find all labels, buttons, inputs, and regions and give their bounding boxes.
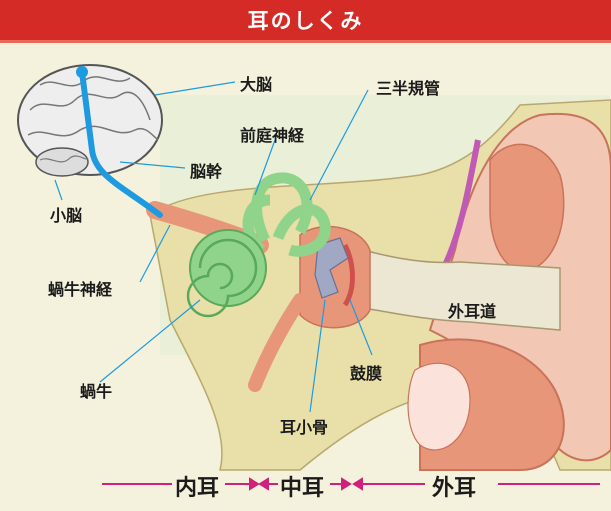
pinna-mesh xyxy=(407,362,471,451)
label-semicircular-canals: 三半規管 xyxy=(376,79,441,98)
section-inner-ear: 内耳 xyxy=(175,476,220,501)
label-eardrum: 鼓膜 xyxy=(350,364,383,383)
ossicles-shape xyxy=(314,237,349,299)
label-cochlear-nerve: 蝸牛神経 xyxy=(48,280,113,299)
pinna-cartilage xyxy=(489,143,565,272)
nerve-path xyxy=(79,69,163,218)
title-bar: 耳のしくみ xyxy=(0,0,611,43)
leader-lines xyxy=(54,81,373,413)
section-arrows xyxy=(102,477,600,491)
eustachian-tube xyxy=(248,293,307,392)
label-vestibular-nerve: 前庭神経 xyxy=(240,126,305,145)
label-cerebrum: 大脳 xyxy=(240,75,273,94)
ear-diagram: 大脳 三半規管 前庭神経 脳幹 小脳 蝸牛神経 外耳道 蝸牛 鼓膜 耳小骨 内耳… xyxy=(0,40,611,511)
label-ossicles: 耳小骨 xyxy=(280,418,329,437)
ear-illustration xyxy=(17,64,611,491)
label-cochlea: 蝸牛 xyxy=(80,382,113,401)
page-title: 耳のしくみ xyxy=(247,9,364,33)
label-ear-canal: 外耳道 xyxy=(448,302,497,321)
nerve-endpoint xyxy=(76,66,88,78)
pinna-purple-band xyxy=(442,139,481,267)
cochlea-shape xyxy=(186,229,267,318)
section-outer-ear: 外耳 xyxy=(432,476,477,501)
ear-canal xyxy=(344,244,561,331)
eardrum-shape xyxy=(342,243,355,307)
section-middle-ear: 中耳 xyxy=(280,476,325,501)
label-brainstem: 脳幹 xyxy=(190,162,223,181)
label-cerebellum: 小脳 xyxy=(50,206,83,225)
